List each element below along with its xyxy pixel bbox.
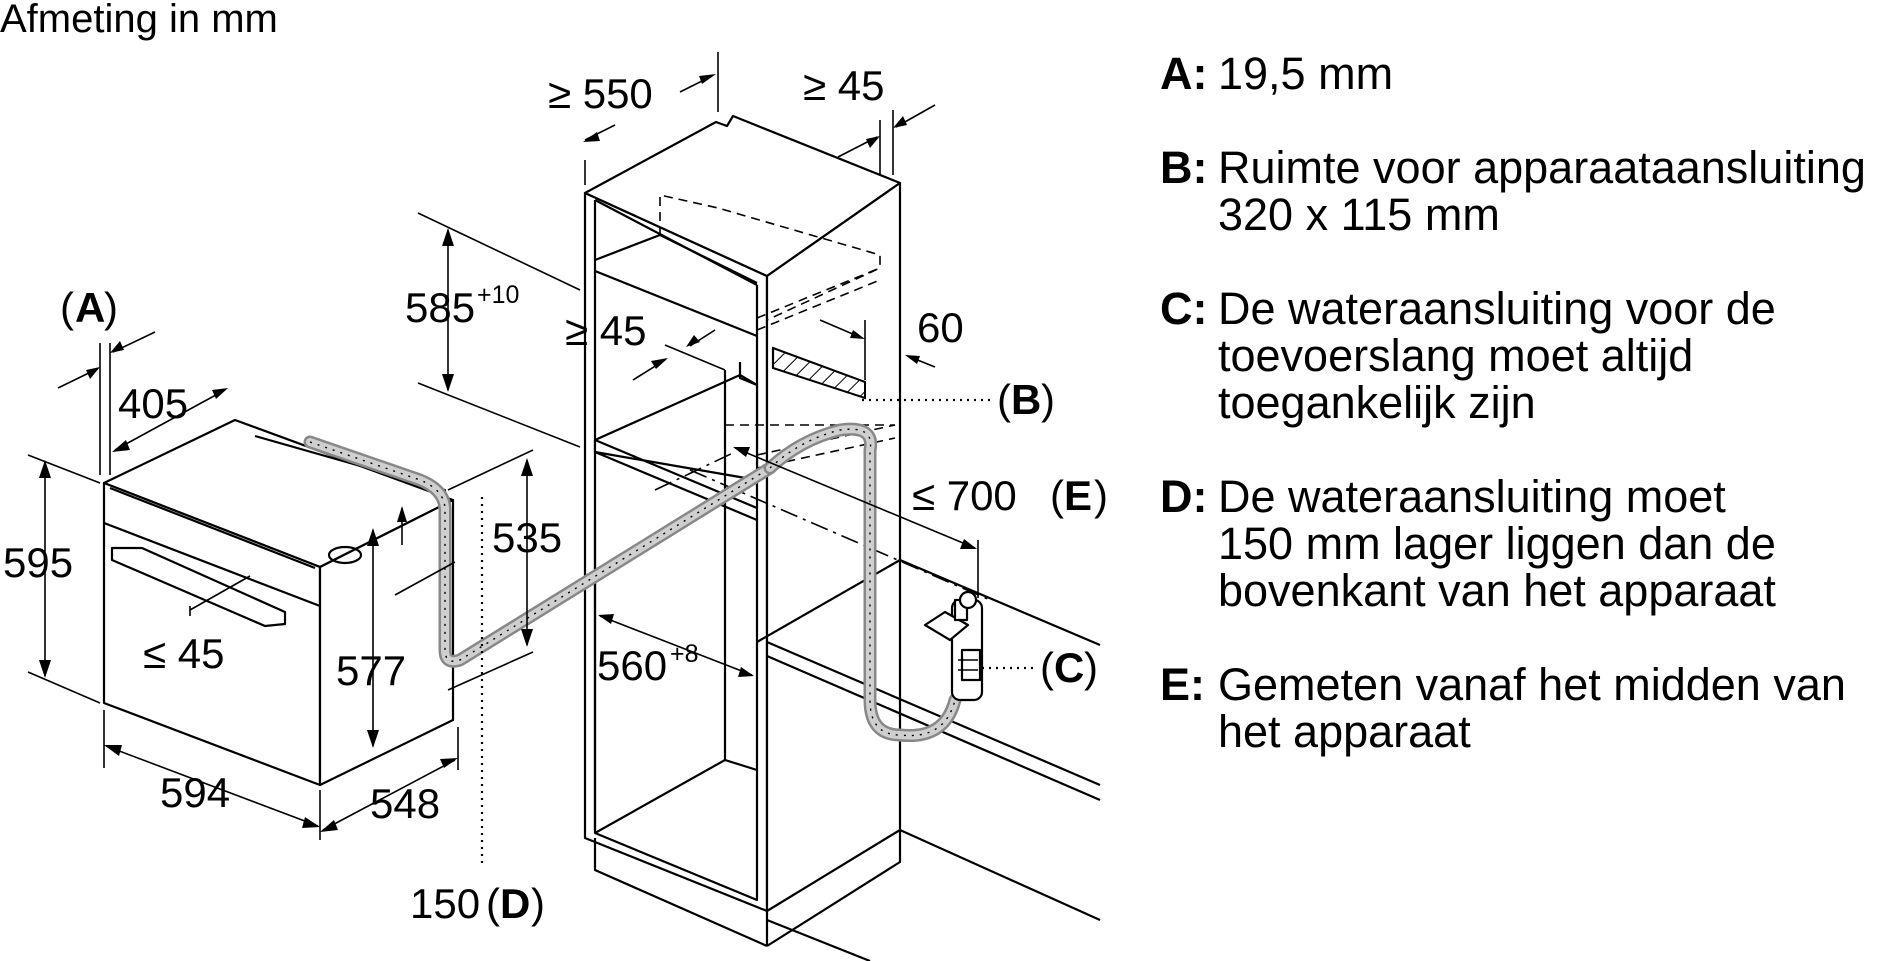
label-d: D bbox=[500, 880, 530, 927]
legend-item: C:De wateraansluiting voor de toevoersla… bbox=[1160, 285, 1890, 426]
legend-item: B:Ruimte voor apparaataansluiting 320 x … bbox=[1160, 144, 1890, 238]
legend-key: A: bbox=[1160, 48, 1208, 99]
legend-text: De wateraansluiting moet 150 mm lager li… bbox=[1218, 471, 1776, 616]
svg-text:(: ( bbox=[1040, 644, 1054, 691]
dim-577: 577 bbox=[336, 647, 406, 694]
diagram-labels: ( A ) 405 595 ≤ 45 594 548 577 535 150 (… bbox=[3, 62, 1108, 927]
label-c: C bbox=[1054, 644, 1084, 691]
label-a-open: ( bbox=[60, 284, 74, 331]
legend-item: A:19,5 mm bbox=[1160, 50, 1890, 97]
dim-548: 548 bbox=[370, 780, 440, 827]
legend-key: C: bbox=[1160, 283, 1208, 334]
dim-handle-45: ≤ 45 bbox=[143, 630, 224, 677]
dim-585-tol: +10 bbox=[477, 281, 519, 309]
legend-text: 19,5 mm bbox=[1218, 48, 1394, 99]
dim-594: 594 bbox=[160, 769, 230, 816]
oven-appliance bbox=[102, 418, 777, 787]
label-a-close: ) bbox=[104, 284, 118, 331]
legend-key: B: bbox=[1160, 142, 1208, 193]
label-a: A bbox=[75, 284, 105, 331]
dim-700: ≤ 700 bbox=[912, 472, 1017, 519]
svg-text:(: ( bbox=[486, 880, 500, 927]
cabinet bbox=[583, 114, 1101, 961]
dim-side-45: ≥ 45 bbox=[565, 307, 646, 354]
dim-560-tol: +8 bbox=[670, 640, 699, 668]
dimension-lines bbox=[27, 52, 1035, 866]
legend-text: Gemeten vanaf het midden van het apparaa… bbox=[1218, 659, 1846, 757]
dim-535: 535 bbox=[492, 514, 562, 561]
label-e: E bbox=[1064, 472, 1092, 519]
svg-text:(: ( bbox=[997, 376, 1011, 423]
water-tap-icon bbox=[923, 590, 984, 702]
svg-text:): ) bbox=[1041, 376, 1055, 423]
svg-text:): ) bbox=[531, 880, 545, 927]
dim-405: 405 bbox=[118, 380, 188, 427]
legend-text: De wateraansluiting voor de toevoerslang… bbox=[1218, 283, 1776, 428]
svg-text:(: ( bbox=[1050, 472, 1064, 519]
svg-text:): ) bbox=[1084, 644, 1098, 691]
water-hose bbox=[763, 422, 962, 743]
legend-item: E: Gemeten vanaf het midden van het appar… bbox=[1160, 661, 1890, 755]
dim-585: 585 bbox=[405, 284, 475, 331]
legend-item: D:De wateraansluiting moet 150 mm lager … bbox=[1160, 473, 1890, 614]
svg-text:): ) bbox=[1094, 472, 1108, 519]
dim-595: 595 bbox=[3, 539, 73, 586]
dim-550: ≥ 550 bbox=[548, 70, 653, 117]
legend-text: Ruimte voor apparaataansluiting 320 x 11… bbox=[1218, 142, 1866, 240]
page-title: Afmeting in mm bbox=[0, 0, 278, 41]
legend-key: D: bbox=[1160, 471, 1208, 522]
dim-60: 60 bbox=[917, 304, 964, 351]
legend-key: E: bbox=[1160, 659, 1205, 710]
label-b: B bbox=[1011, 376, 1041, 423]
dim-150: 150 bbox=[410, 880, 480, 927]
dim-560: 560 bbox=[597, 642, 667, 689]
dim-top-45: ≥ 45 bbox=[803, 62, 884, 109]
